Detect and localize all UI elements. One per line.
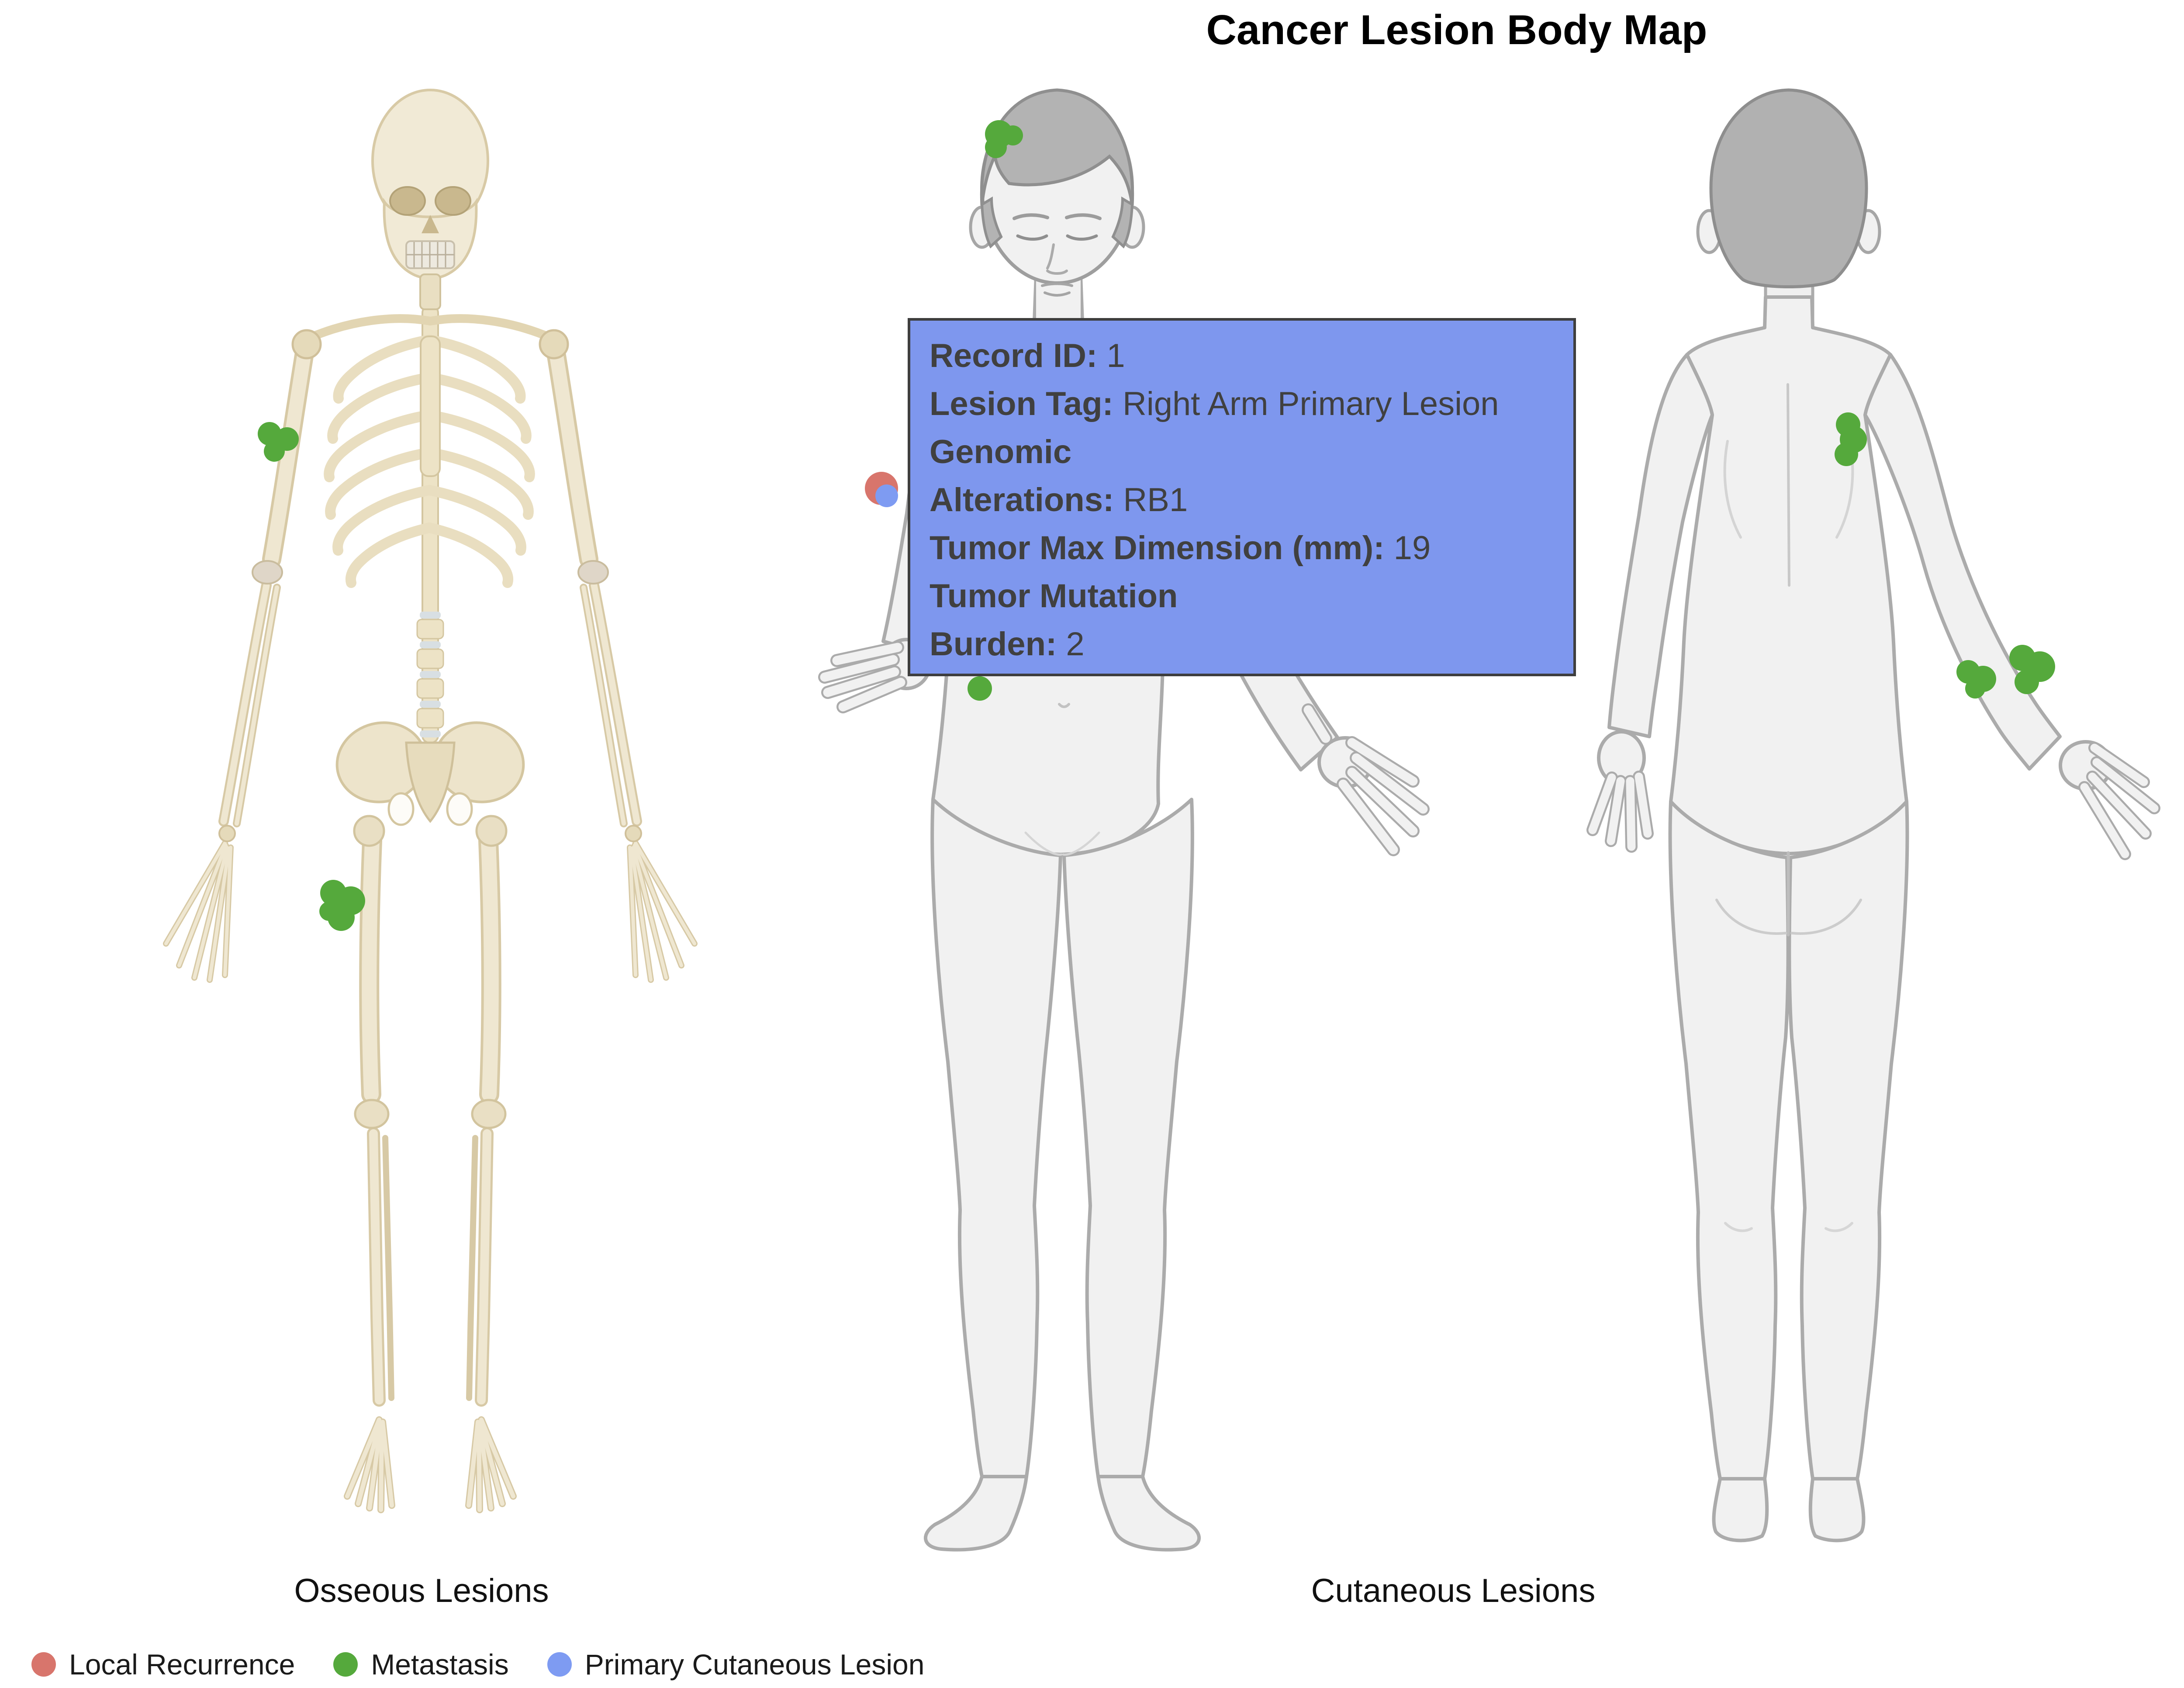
- lesion-marker-cutaneous-trunk-under-tooltip[interactable]: [968, 676, 992, 701]
- tooltip-alterations: Alterations: RB1: [930, 481, 1188, 519]
- primary-cutaneous-dot-icon: [547, 1652, 572, 1677]
- front-body-figure: [818, 88, 1430, 1552]
- back-hair: [1709, 88, 1868, 288]
- lesion-marker-cutaneous-scalp[interactable]: [985, 120, 1023, 158]
- lesion-marker-cutaneous-back-right-forearm-a[interactable]: [1956, 660, 1996, 699]
- metastasis-dot-icon: [333, 1652, 358, 1677]
- hover-tooltip: Record ID: 1 Lesion Tag: Right Arm Prima…: [908, 318, 1576, 676]
- skeleton-hands: [163, 840, 698, 983]
- lesion-marker-cutaneous-back-right-forearm-b[interactable]: [2009, 645, 2055, 694]
- panel-label-osseous: Osseous Lesions: [294, 1572, 549, 1609]
- legend: Local Recurrence Metastasis Primary Cuta…: [31, 1648, 924, 1681]
- lesion-marker-osseous-right-femur[interactable]: [319, 880, 365, 931]
- tooltip-tumor-mutation: Tumor Mutation: [930, 578, 1178, 615]
- front-hair: [980, 88, 1134, 206]
- tooltip-genomic: Genomic: [930, 433, 1072, 470]
- skeleton-skull: [371, 89, 489, 310]
- legend-item-metastasis[interactable]: Metastasis: [333, 1648, 509, 1681]
- lesion-marker-cutaneous-back-left-scapula[interactable]: [1835, 412, 1867, 466]
- back-body-figure: [1586, 88, 2160, 1543]
- skeleton-figure: [163, 89, 698, 1513]
- panel-label-cutaneous: Cutaneous Lesions: [1311, 1572, 1596, 1609]
- lesion-marker-osseous-right-humerus[interactable]: [258, 422, 299, 462]
- lesion-marker-cutaneous-right-arm-primary[interactable]: [875, 484, 898, 507]
- local-recurrence-dot-icon: [31, 1652, 56, 1677]
- lesion-marker-layer: [258, 120, 2055, 931]
- legend-item-primary-cutaneous[interactable]: Primary Cutaneous Lesion: [547, 1648, 924, 1681]
- skeleton-ribcage: [324, 335, 535, 588]
- skeleton-pelvis: [335, 721, 525, 847]
- legend-item-local-recurrence[interactable]: Local Recurrence: [31, 1648, 295, 1681]
- tooltip-record-id: Record ID: 1: [930, 337, 1125, 374]
- figure-title: Cancer Lesion Body Map: [1206, 7, 1707, 53]
- tooltip-tumor-max-dimension: Tumor Max Dimension (mm): 19: [930, 529, 1431, 567]
- tooltip-burden: Burden: 2: [930, 626, 1085, 663]
- tooltip-lesion-tag: Lesion Tag: Right Arm Primary Lesion: [930, 385, 1499, 422]
